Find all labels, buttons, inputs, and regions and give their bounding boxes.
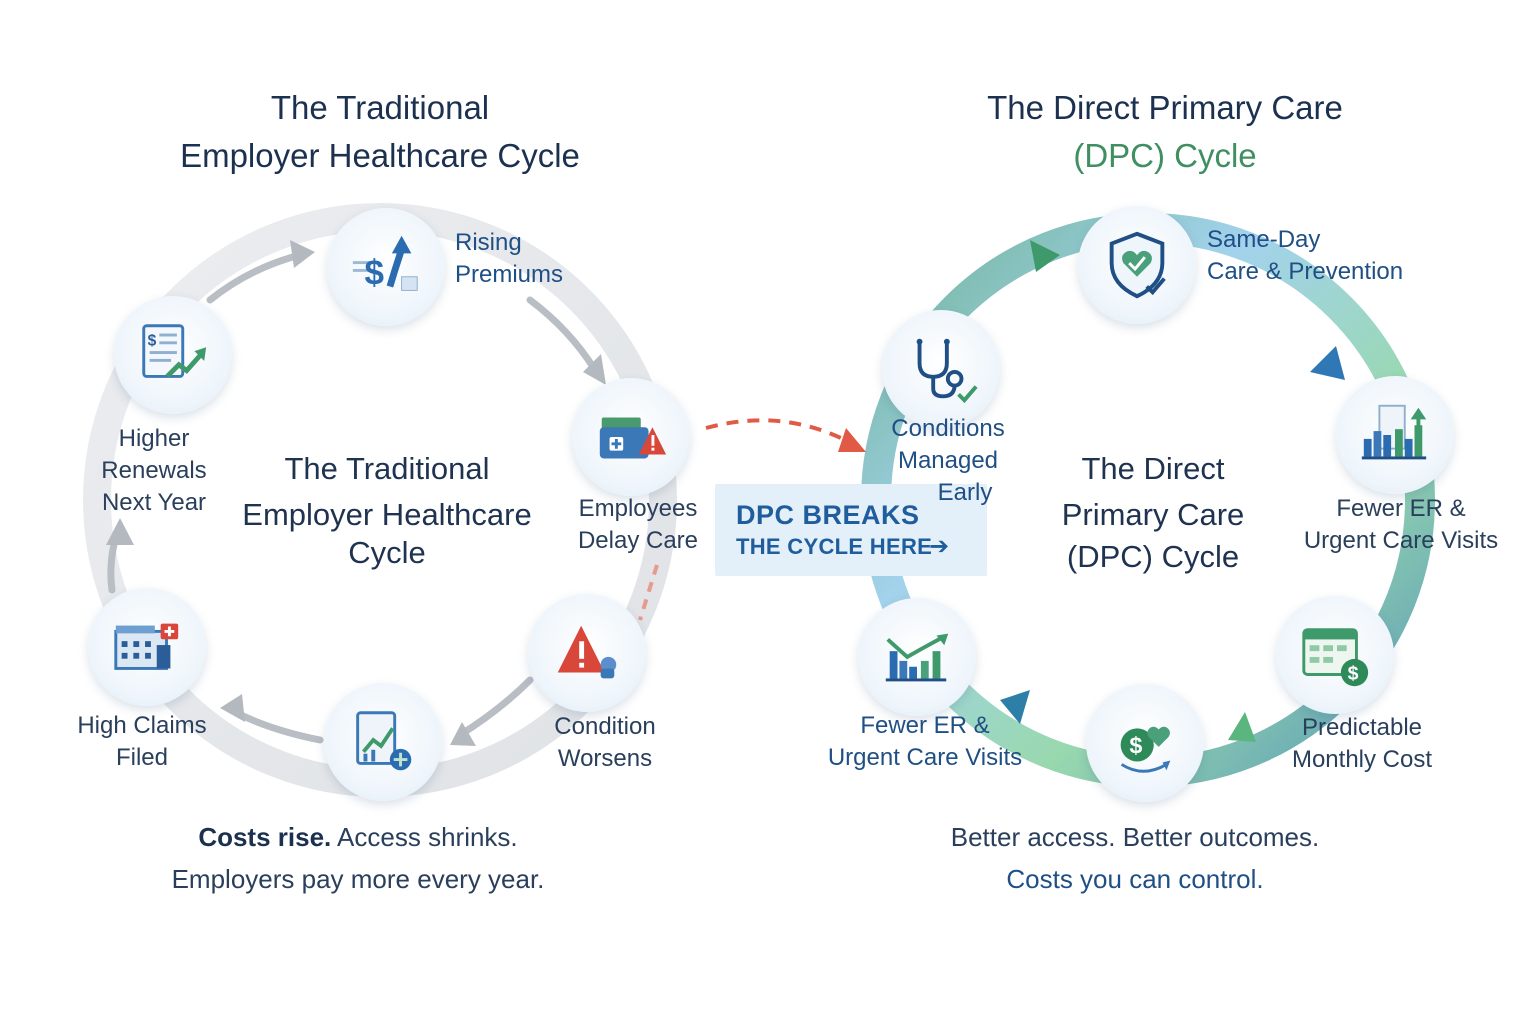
fewer-er-left-node [858, 598, 976, 716]
predictable-cost-line2: Monthly Cost [1291, 746, 1433, 773]
dpc-title-line1: The Direct Primary Care [987, 89, 1343, 126]
building-chart-icon [1361, 404, 1427, 460]
invoice-rising-icon: $ [142, 324, 207, 379]
traditional-title-line2: Employer Healthcare Cycle [180, 137, 580, 174]
higher-renewals-line1: Higher [118, 425, 190, 452]
conditions-managed-line2: Managed [897, 447, 999, 474]
wallet-warning-icon [599, 417, 667, 459]
traditional-title-line1: The Traditional [270, 89, 490, 126]
fewer-er-right-node [1336, 376, 1454, 494]
dpc-center-line3: (DPC) Cycle [1066, 539, 1240, 574]
delay-connector [638, 564, 659, 621]
higher-renewals-node: $ [114, 296, 232, 414]
rising-premiums-label: Rising Premiums [455, 227, 563, 291]
fewer-er-right-line2: Urgent Care Visits [1303, 527, 1499, 554]
same-day-care-line1: Same-Day [1207, 226, 1321, 253]
dpc-title: The Direct Primary Care (DPC) Cycle [910, 84, 1420, 180]
dpc-center-line2: Primary Care [1061, 497, 1245, 532]
fewer-er-right-line1: Fewer ER & [1336, 495, 1466, 522]
chart-document-icon [356, 711, 412, 771]
delay-care-line1: Employees [578, 495, 698, 522]
warning-icon [557, 625, 617, 679]
high-claims-label: High Claims Filed [62, 710, 222, 774]
fewer-er-left-line1: Fewer ER & [860, 712, 990, 739]
same-day-care-line2: Care & Prevention [1207, 258, 1404, 285]
stethoscope-icon [916, 338, 978, 404]
dpc-breaks-callout: DPC BREAKS THE CYCLE HERE ➔ [715, 484, 987, 576]
savings-cycle-node: $ [1086, 684, 1204, 802]
dollar-rising-icon: $ [352, 235, 418, 293]
higher-renewals-line2: Renewals [101, 457, 207, 484]
delay-care-node [572, 378, 690, 496]
high-claims-node [88, 588, 206, 706]
predictable-cost-line1: Predictable [1301, 714, 1423, 741]
fewer-er-left-label: Fewer ER & Urgent Care Visits [810, 710, 1040, 774]
high-claims-line2: Filed [115, 744, 169, 771]
conditions-managed-line3: Early [937, 479, 993, 506]
traditional-center-title: The Traditional Employer Healthcare Cycl… [222, 446, 552, 576]
traditional-footer: Costs rise. Access shrinks. Employers pa… [118, 816, 598, 900]
traditional-footer-rest: Access shrinks. [331, 822, 518, 852]
bar-chart-icon [885, 633, 949, 682]
higher-renewals-line3: Next Year [101, 489, 207, 516]
dpc-footer: Better access. Better outcomes. Costs yo… [900, 816, 1370, 900]
traditional-center-line3: Cycle [348, 535, 426, 570]
dollar-heart-cycle-icon: $ [1120, 726, 1171, 773]
conditions-managed-node [882, 310, 1000, 428]
rising-premiums-line2: Premiums [455, 261, 564, 288]
traditional-center-line2: Employer Healthcare [242, 497, 532, 532]
dpc-arrowheads [1000, 240, 1345, 742]
break-connector [705, 418, 846, 442]
condition-worsens-line1: Condition [554, 713, 656, 740]
dpc-center-line1: The Direct [1081, 451, 1225, 486]
condition-worsens-line2: Worsens [557, 745, 653, 772]
fewer-er-left-line2: Urgent Care Visits [827, 744, 1023, 771]
rising-premiums-node: $ [327, 208, 445, 326]
svg-text:$: $ [148, 332, 157, 349]
high-claims-line1: High Claims [77, 712, 207, 739]
dpc-title-line2: (DPC) Cycle [1073, 137, 1257, 174]
traditional-footer-line2: Employers pay more every year. [171, 864, 545, 894]
arrow-right-icon: ➔ [929, 533, 950, 560]
delay-care-label: Employees Delay Care [568, 493, 708, 557]
same-day-care-node [1078, 206, 1196, 324]
claims-chart-node [324, 683, 442, 801]
condition-worsens-node [528, 594, 646, 712]
traditional-footer-line1: Costs rise. Access shrinks. [118, 816, 598, 858]
predictable-cost-label: Predictable Monthly Cost [1270, 712, 1454, 776]
shield-heart-icon [1109, 231, 1166, 299]
rising-premiums-line1: Rising [455, 229, 522, 256]
traditional-center-line1: The Traditional [284, 451, 490, 486]
conditions-managed-label: Conditions Managed Early [878, 413, 1018, 509]
callout-line2: THE CYCLE HERE [736, 534, 933, 559]
svg-text:$: $ [1129, 733, 1142, 759]
svg-text:$: $ [365, 254, 385, 293]
higher-renewals-label: Higher Renewals Next Year [88, 423, 220, 519]
traditional-footer-bold: Costs rise. [198, 822, 332, 852]
break-connector-head [838, 428, 866, 452]
dpc-center-title: The Direct Primary Care (DPC) Cycle [1030, 446, 1276, 580]
conditions-managed-line1: Conditions [891, 415, 1005, 442]
same-day-care-label: Same-Day Care & Prevention [1207, 224, 1403, 288]
calendar-dollar-icon: $ [1302, 628, 1369, 687]
delay-care-line2: Delay Care [577, 527, 699, 554]
svg-text:$: $ [1348, 662, 1359, 684]
dpc-footer-line1: Better access. Better outcomes. [950, 822, 1320, 852]
predictable-cost-node: $ [1276, 596, 1394, 714]
fewer-er-right-label: Fewer ER & Urgent Care Visits [1290, 493, 1512, 557]
condition-worsens-label: Condition Worsens [545, 711, 665, 775]
callout-line1: DPC BREAKS [736, 500, 920, 530]
dpc-footer-line2: Costs you can control. [1006, 864, 1264, 894]
hospital-icon [114, 623, 179, 670]
traditional-arrowheads [106, 240, 606, 746]
traditional-title: The Traditional Employer Healthcare Cycl… [130, 84, 630, 180]
